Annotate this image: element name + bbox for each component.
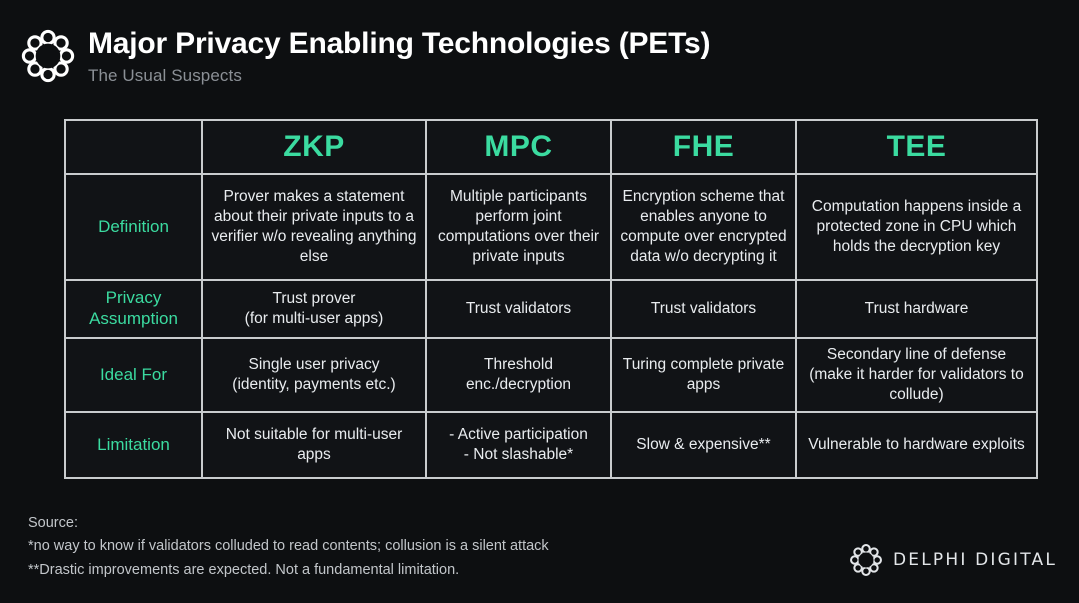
table-row: Limitation Not suitable for multi-user a… <box>64 411 1038 479</box>
cell-privacy-tee: Trust hardware <box>795 279 1038 337</box>
source-label: Source: <box>28 515 78 531</box>
table-corner-cell <box>64 119 201 173</box>
cell-privacy-zkp: Trust prover (for multi-user apps) <box>201 279 425 337</box>
row-label-ideal-for: Ideal For <box>64 337 201 411</box>
row-label-definition: Definition <box>64 173 201 279</box>
cell-limitation-mpc: - Active participation - Not slashable* <box>425 411 610 479</box>
column-header-mpc: MPC <box>425 119 610 173</box>
cell-privacy-mpc: Trust validators <box>425 279 610 337</box>
column-header-tee: TEE <box>795 119 1038 173</box>
cell-ideal-zkp: Single user privacy (identity, payments … <box>201 337 425 411</box>
table-row: Ideal For Single user privacy (identity,… <box>64 337 1038 411</box>
delphi-ring-logo-icon <box>849 543 883 577</box>
table-header-row: ZKP MPC FHE TEE <box>64 119 1038 173</box>
cell-ideal-fhe: Turing complete private apps <box>610 337 795 411</box>
table-row: Definition Prover makes a statement abou… <box>64 173 1038 279</box>
cell-definition-tee: Computation happens inside a protected z… <box>795 173 1038 279</box>
cell-limitation-tee: Vulnerable to hardware exploits <box>795 411 1038 479</box>
page-header: Major Privacy Enabling Technologies (PET… <box>0 0 1079 104</box>
page-title: Major Privacy Enabling Technologies (PET… <box>88 27 711 60</box>
delphi-digital-wordmark: DELPHI DIGITAL <box>892 550 1057 570</box>
delphi-digital-logo: DELPHI DIGITAL <box>849 543 1057 577</box>
table-header: ZKP MPC FHE TEE <box>64 119 1038 173</box>
footnote-double-asterisk: **Drastic improvements are expected. Not… <box>28 561 460 578</box>
table-body: Definition Prover makes a statement abou… <box>64 173 1038 479</box>
cell-privacy-fhe: Trust validators <box>610 279 795 337</box>
pets-comparison-table: ZKP MPC FHE TEE Definition Prover makes … <box>64 119 1038 479</box>
column-header-fhe: FHE <box>610 119 795 173</box>
footnote-single-asterisk: *no way to know if validators colluded t… <box>28 538 549 555</box>
cell-definition-mpc: Multiple participants perform joint comp… <box>425 173 610 279</box>
column-header-zkp: ZKP <box>201 119 425 173</box>
pets-comparison-table-wrapper: ZKP MPC FHE TEE Definition Prover makes … <box>64 119 1038 479</box>
cell-ideal-mpc: Threshold enc./decryption <box>425 337 610 411</box>
cell-limitation-zkp: Not suitable for multi-user apps <box>201 411 425 479</box>
delphi-ring-logo-icon <box>20 28 76 84</box>
source-notes: Source: *no way to know if validators co… <box>28 512 828 582</box>
page-subtitle: The Usual Suspects <box>88 66 242 86</box>
table-row: Privacy Assumption Trust prover (for mul… <box>64 279 1038 337</box>
cell-limitation-fhe: Slow & expensive** <box>610 411 795 479</box>
row-label-privacy-assumption: Privacy Assumption <box>64 279 201 337</box>
cell-definition-fhe: Encryption scheme that enables anyone to… <box>610 173 795 279</box>
row-label-limitation: Limitation <box>64 411 201 479</box>
cell-ideal-tee: Secondary line of defense (make it harde… <box>795 337 1038 411</box>
cell-definition-zkp: Prover makes a statement about their pri… <box>201 173 425 279</box>
